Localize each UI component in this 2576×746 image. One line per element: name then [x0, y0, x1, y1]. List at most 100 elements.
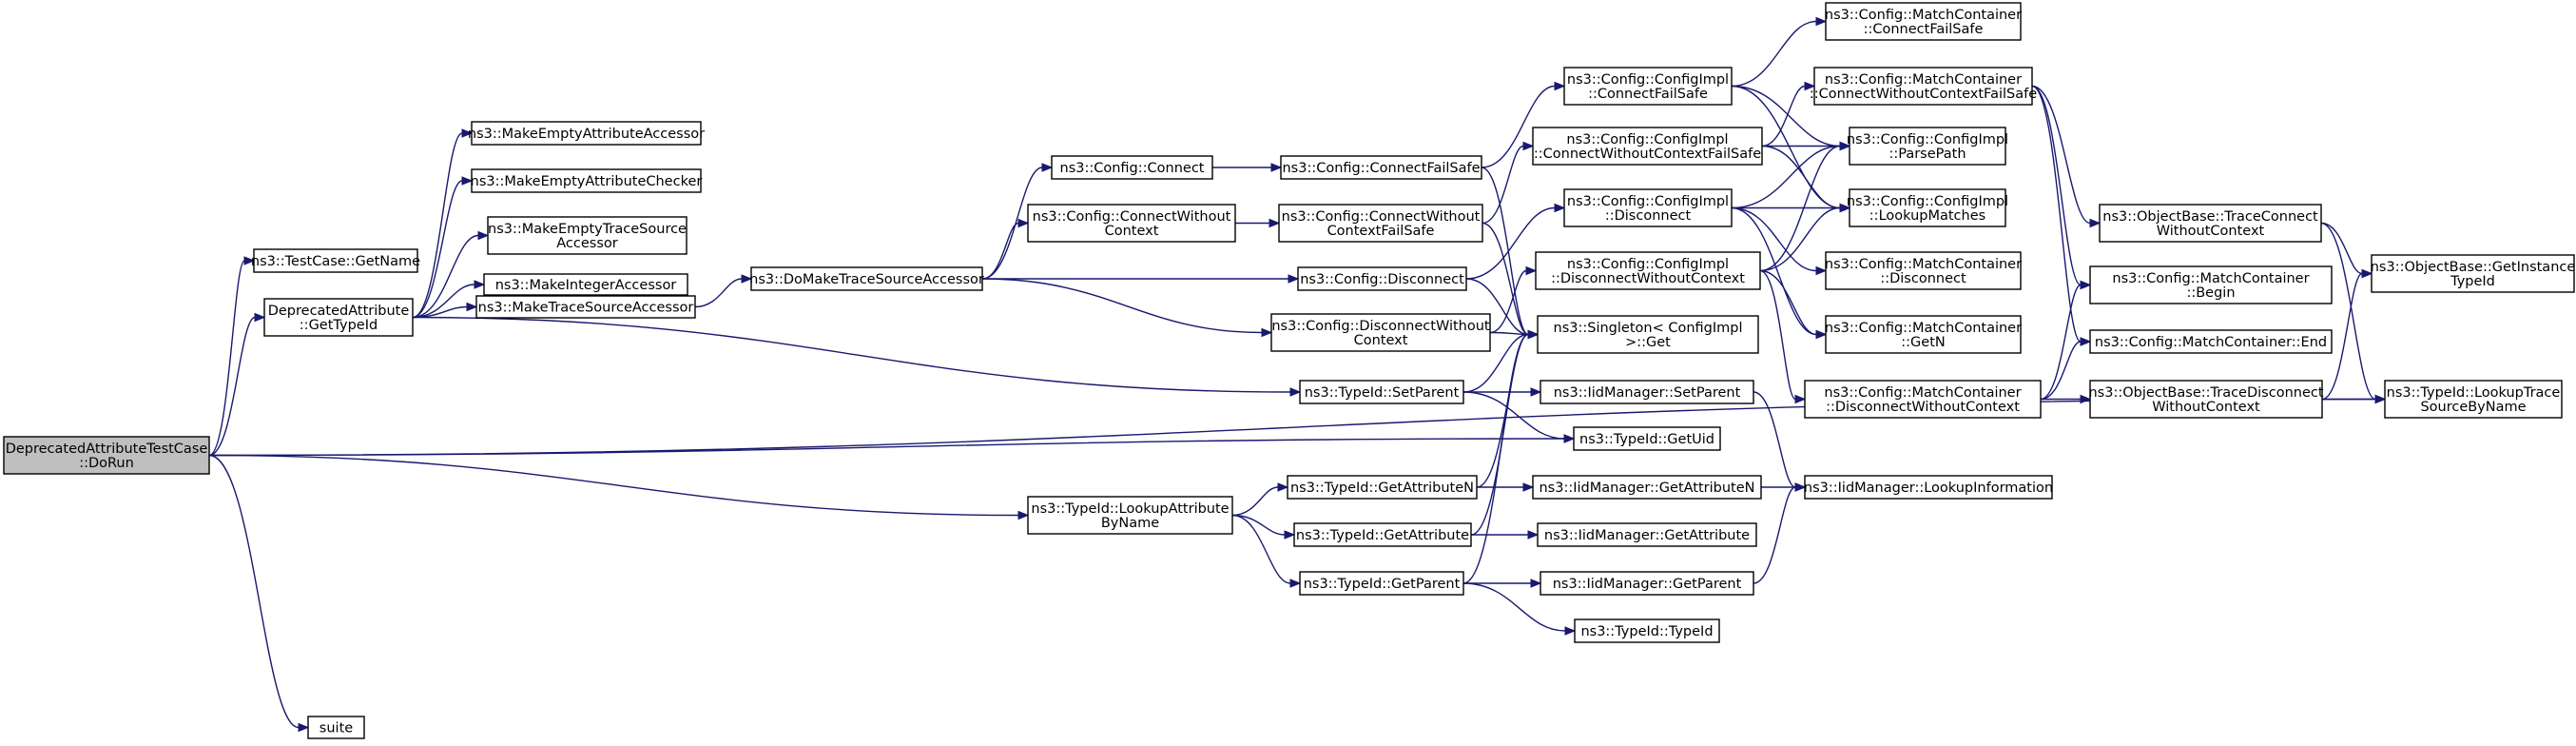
call-edge-tid_getattr-to-singleton_get [1470, 329, 1540, 536]
node-label-line: ns3::Config::MatchContainer::End [2095, 335, 2327, 350]
edge-line [208, 438, 1565, 457]
edge-line [1462, 333, 1529, 584]
function-node-mc-end[interactable]: ns3::Config::MatchContainer::End [2089, 329, 2333, 354]
function-node-impl-lookup[interactable]: ns3::Config::ConfigImpl::LookupMatches [1847, 188, 2008, 227]
function-node-tc-getname[interactable]: ns3::TestCase::GetName [251, 248, 420, 273]
edge-line [208, 316, 256, 457]
function-node-mc-getn[interactable]: ns3::Config::MatchContainer::GetN [1825, 315, 2022, 354]
function-node-mc-connect-fs[interactable]: ns3::Config::MatchContainer::ConnectFail… [1825, 2, 2022, 41]
edge-arrowhead [1289, 387, 1302, 397]
function-node-tid-getuid[interactable]: ns3::TypeId::GetUid [1573, 426, 1721, 451]
edge-line [1759, 269, 1796, 401]
node-label-line: WithoutContext [2157, 224, 2265, 239]
function-node-mk-attr-acc[interactable]: ns3::MakeEmptyAttributeAccessor [468, 121, 705, 146]
call-edge-root-to-tc_getname [208, 256, 256, 457]
edge-arrowhead [298, 722, 310, 733]
function-node-iid-lookupinfo[interactable]: ns3::IidManager::LookupInformation [1804, 475, 2053, 500]
function-node-tid-getattr[interactable]: ns3::TypeId::GetAttribute [1293, 522, 1472, 547]
node-label-line: ns3::TypeId::GetAttributeN [1290, 481, 1474, 496]
edge-arrowhead [477, 230, 490, 241]
call-edge-cfg_connect_fs-to-singleton_get [1481, 167, 1540, 340]
edge-arrowhead [741, 274, 753, 284]
function-node-ob-traceconnect-woc[interactable]: ns3::ObjectBase::TraceConnectWithoutCont… [2099, 204, 2322, 243]
node-box [1027, 204, 1236, 243]
edge-line [2040, 284, 2082, 401]
function-node-singleton-get[interactable]: ns3::Singleton< ConfigImpl>::Get [1537, 315, 1759, 354]
node-box [1849, 188, 2006, 227]
node-label-line: ns3::Config::Disconnect [1300, 272, 1464, 287]
node-box [307, 716, 365, 739]
node-box [263, 298, 414, 337]
function-node-mc-connect-woc-fs[interactable]: ns3::Config::MatchContainer::ConnectWith… [1810, 67, 2037, 106]
node-box [1532, 127, 1763, 166]
function-node-impl-connect-fs[interactable]: ns3::Config::ConfigImpl::ConnectFailSafe [1563, 67, 1733, 106]
node-label-line: ns3::ObjectBase::TraceDisconnect [2088, 385, 2323, 401]
edge-arrowhead [1525, 265, 1538, 276]
function-node-cfg-disconnect[interactable]: ns3::Config::Disconnect [1297, 266, 1467, 291]
edge-arrowhead [1289, 579, 1302, 588]
node-label-line: ns3::IidManager::SetParent [1554, 385, 1741, 401]
function-node-tid-getparent[interactable]: ns3::TypeId::GetParent [1299, 571, 1464, 596]
function-node-cfg-connect-fs[interactable]: ns3::Config::ConnectFailSafe [1280, 155, 1482, 180]
node-box [1299, 380, 1464, 404]
function-node-tid-typeid[interactable]: ns3::TypeId::TypeId [1574, 618, 1720, 643]
function-node-tid-setparent[interactable]: ns3::TypeId::SetParent [1299, 380, 1464, 404]
function-node-cfg-connect[interactable]: ns3::Config::Connect [1051, 155, 1213, 180]
function-node-iid-getattrn[interactable]: ns3::IidManager::GetAttributeN [1532, 475, 1762, 500]
node-label-line: ns3::Config::ConnectFailSafe [1282, 161, 1480, 176]
function-node-suite[interactable]: suite [307, 716, 365, 739]
edge-line [208, 454, 1019, 517]
function-node-da-gettypeid[interactable]: DeprecatedAttribute::GetTypeId [263, 298, 414, 337]
function-node-mk-int[interactable]: ns3::MakeIntegerAccessor [483, 273, 688, 296]
node-label-line: ns3::Singleton< ConfigImpl [1554, 321, 1743, 336]
edge-arrowhead [1277, 482, 1289, 492]
function-node-root[interactable]: DeprecatedAttributeTestCase::DoRun [3, 436, 210, 475]
call-edge-cfg_connect-to-cfg_connect_fs [1211, 163, 1283, 172]
call-edge-impl_connect_fs-to-mc_connect_fs [1731, 16, 1828, 88]
node-box [2099, 204, 2322, 243]
function-node-mc-disconnect[interactable]: ns3::Config::MatchContainer::Disconnect [1825, 251, 2022, 290]
node-box [750, 266, 983, 291]
function-node-mc-disconnect-woc[interactable]: ns3::Config::MatchContainer::DisconnectW… [1804, 380, 2042, 419]
function-node-cfg-connect-woc-fs[interactable]: ns3::Config::ConnectWithoutContextFailSa… [1278, 204, 1483, 243]
node-label-line: ns3::TypeId::SetParent [1305, 385, 1460, 401]
edge-arrowhead [2080, 337, 2092, 346]
node-label-line: ::ConnectFailSafe [1864, 22, 1984, 37]
function-node-impl-parsepath[interactable]: ns3::Config::ConfigImpl::ParsePath [1847, 127, 2008, 166]
function-node-iid-setparent[interactable]: ns3::IidManager::SetParent [1540, 380, 1754, 404]
call-edge-impl_disconnect-to-mc_disconnect [1731, 206, 1828, 276]
function-node-mk-attr-chk[interactable]: ns3::MakeEmptyAttributeChecker [471, 168, 703, 193]
edge-arrowhead [1815, 265, 1828, 276]
edge-line [1465, 278, 1529, 336]
function-node-mc-begin[interactable]: ns3::Config::MatchContainer::Begin [2089, 265, 2333, 304]
node-label-line: Accessor [556, 236, 618, 251]
node-box [3, 436, 210, 475]
function-node-iid-getattr[interactable]: ns3::IidManager::GetAttribute [1537, 522, 1757, 547]
function-node-iid-getparent[interactable]: ns3::IidManager::GetParent [1540, 571, 1754, 596]
call-edge-mc_connect_woc_fs-to-ob_traceconnect_woc [2031, 85, 2101, 228]
edge-arrowhead [1017, 218, 1030, 228]
node-box [1563, 67, 1733, 106]
function-node-do-make[interactable]: ns3::DoMakeTraceSourceAccessor [749, 266, 984, 291]
node-label-line: ns3::Config::ConnectWithout [1282, 209, 1481, 225]
function-node-impl-connect-woc-fs[interactable]: ns3::Config::ConfigImpl::ConnectWithoutC… [1532, 127, 1763, 166]
function-node-ob-tracedisconnect-woc[interactable]: ns3::ObjectBase::TraceDisconnectWithoutC… [2088, 380, 2324, 419]
node-label-line: ns3::Config::MatchContainer [2112, 271, 2309, 286]
edge-line [1470, 333, 1529, 536]
node-label-line: ns3::Config::DisconnectWithout [1271, 319, 1490, 334]
function-node-impl-disconnect[interactable]: ns3::Config::ConfigImpl::Disconnect [1563, 188, 1733, 227]
node-box [1027, 496, 1233, 535]
function-node-cfg-connect-woc[interactable]: ns3::Config::ConnectWithoutContext [1027, 204, 1236, 243]
function-node-tid-getattrn[interactable]: ns3::TypeId::GetAttributeN [1287, 475, 1478, 500]
function-node-cfg-disconnect-woc[interactable]: ns3::Config::DisconnectWithoutContext [1270, 313, 1491, 352]
edge-arrowhead [1530, 387, 1542, 397]
function-node-impl-disconnect-woc[interactable]: ns3::Config::ConfigImpl::DisconnectWitho… [1535, 251, 1761, 290]
edge-arrowhead [1804, 81, 1816, 91]
node-label-line: >::Get [1625, 335, 1671, 350]
function-node-mk-trace[interactable]: ns3::MakeTraceSourceAccessor [475, 295, 696, 319]
